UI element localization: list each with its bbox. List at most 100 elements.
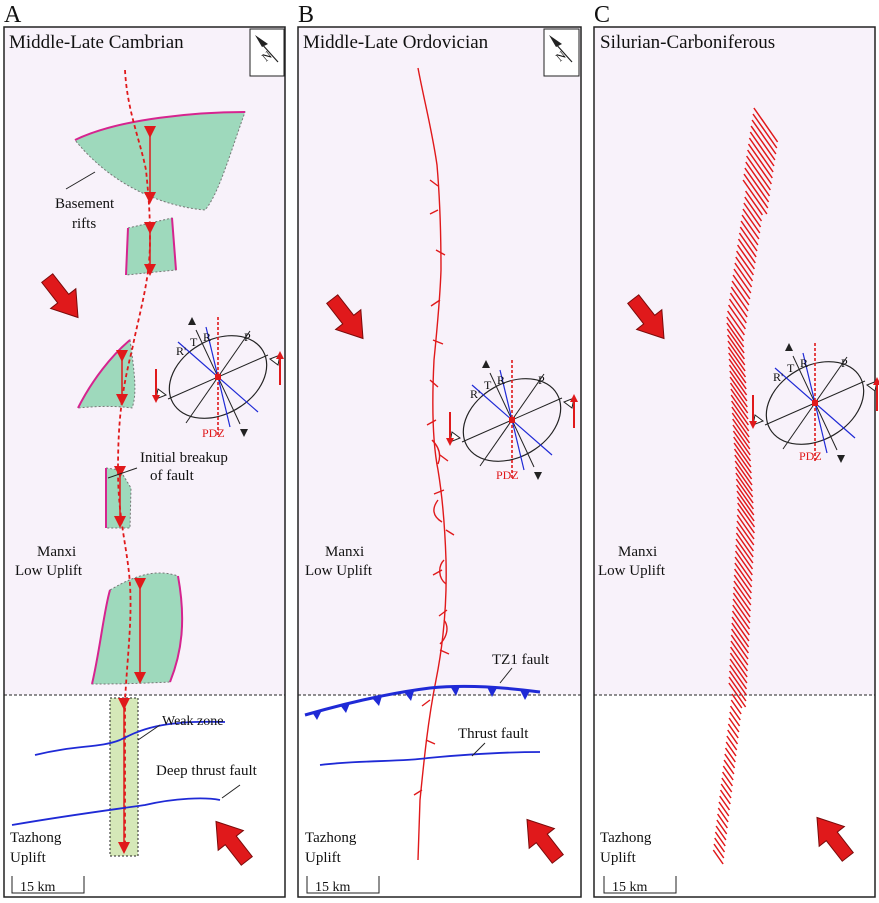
- en-echelon-segment: [742, 179, 768, 215]
- en-echelon-segment: [731, 610, 750, 636]
- en-echelon-segment: [745, 161, 771, 197]
- en-echelon-segment: [738, 232, 757, 258]
- en-echelon-segment: [712, 849, 724, 865]
- panel-a: A Middle-Late Cambrian N: [3, 2, 286, 898]
- en-echelon-segment: [725, 741, 737, 757]
- label-breakup-2: of fault: [150, 468, 195, 484]
- en-echelon-segment: [749, 131, 775, 167]
- en-echelon-segment: [728, 352, 747, 378]
- en-echelon-segment: [715, 825, 727, 841]
- svg-text:T: T: [787, 361, 795, 375]
- svg-text:R: R: [800, 356, 808, 370]
- en-echelon-segment: [724, 753, 736, 769]
- svg-text:R': R': [176, 344, 186, 358]
- en-echelon-segment: [719, 795, 731, 811]
- en-echelon-segment: [728, 358, 747, 384]
- svg-text:R': R': [470, 387, 480, 401]
- en-echelon-segment: [726, 328, 745, 354]
- svg-text:PDZ: PDZ: [496, 468, 519, 482]
- riedel-diagram-b: R' T R P PDZ: [445, 359, 579, 482]
- en-echelon-segment: [719, 789, 731, 805]
- stress-arrow-c-bottom: [803, 807, 861, 868]
- en-echelon-segment: [731, 280, 750, 306]
- en-echelon-segment: [747, 143, 773, 179]
- label-tazhong-c-2: Uplift: [600, 850, 637, 866]
- riedel-diagram-a: R' T R P PDZ: [151, 316, 285, 440]
- panel-b-frame: [297, 26, 582, 898]
- en-echelon-segment: [735, 544, 754, 570]
- panel-b: B Middle-Late Ordovician N: [297, 2, 582, 898]
- en-echelon-segment: [729, 705, 741, 721]
- en-echelon-segment: [731, 412, 750, 438]
- en-echelon-segment: [733, 442, 752, 468]
- en-echelon-segment: [735, 472, 754, 498]
- en-echelon-segment: [743, 202, 762, 228]
- en-echelon-segment: [735, 538, 754, 564]
- en-echelon-segment: [746, 149, 773, 185]
- deep-thrust-upper: [34, 720, 226, 756]
- en-echelon-segment: [736, 514, 755, 540]
- en-echelon-segment: [716, 813, 729, 829]
- en-echelon-segment: [730, 699, 742, 715]
- en-echelon-segment: [728, 717, 740, 733]
- label-deep-thrust: Deep thrust fault: [156, 763, 258, 779]
- scale-bar-a: 15 km: [11, 876, 85, 895]
- en-echelon-segment: [744, 190, 764, 216]
- en-echelon-segment: [734, 262, 753, 288]
- leader-weak-zone: [137, 724, 161, 741]
- label-manxi-a-1: Manxi: [37, 544, 76, 560]
- en-echelon-segment: [722, 765, 734, 781]
- label-manxi-b-1: Manxi: [325, 544, 364, 560]
- en-echelon-segment: [750, 125, 776, 161]
- en-echelon-segment: [734, 550, 753, 576]
- thrust-fault-b: [319, 751, 541, 766]
- leader-breakup: [107, 467, 138, 479]
- en-echelon-faults-c: [712, 107, 779, 865]
- svg-text:PDZ: PDZ: [799, 449, 822, 463]
- en-echelon-segment: [753, 107, 779, 143]
- en-echelon-segment: [730, 394, 749, 420]
- en-echelon-segment: [733, 436, 752, 462]
- en-echelon-segment: [729, 292, 748, 318]
- label-manxi-c-2: Low Uplift: [598, 563, 666, 579]
- svg-text:P: P: [841, 356, 848, 370]
- svg-text:15 km: 15 km: [612, 880, 648, 895]
- en-echelon-segment: [730, 400, 750, 426]
- en-echelon-segment: [728, 670, 747, 696]
- en-echelon-segment: [734, 556, 753, 582]
- stress-arrow-b-bottom: [513, 809, 571, 870]
- en-echelon-segment: [726, 322, 745, 348]
- en-echelon-segment: [732, 586, 752, 612]
- label-tazhong-c-1: Tazhong: [600, 830, 652, 846]
- en-echelon-segment: [732, 424, 751, 450]
- en-echelon-segment: [744, 196, 763, 222]
- en-echelon-segment: [732, 598, 751, 624]
- en-echelon-segment: [732, 274, 751, 300]
- en-echelon-segment: [729, 382, 748, 408]
- extension-arrows-a: [114, 126, 156, 854]
- en-echelon-segment: [734, 454, 753, 480]
- scale-bar-b: 15 km: [306, 876, 380, 895]
- label-tazhong-a-2: Uplift: [10, 850, 47, 866]
- en-echelon-segment: [735, 532, 754, 558]
- label-tz1: TZ1 fault: [492, 652, 550, 668]
- en-echelon-segment: [735, 478, 754, 504]
- en-echelon-segment: [729, 370, 748, 396]
- panel-c-frame: [593, 26, 876, 898]
- en-echelon-segment: [733, 448, 752, 474]
- en-echelon-segment: [729, 376, 748, 402]
- en-echelon-segment: [721, 777, 733, 793]
- label-manxi-a-2: Low Uplift: [15, 563, 83, 579]
- label-rifts: rifts: [72, 216, 96, 232]
- tz1-fault: [304, 684, 541, 720]
- label-tazhong-a-1: Tazhong: [10, 830, 62, 846]
- en-echelon-segment: [728, 298, 747, 324]
- en-echelon-segment: [743, 173, 769, 209]
- en-echelon-segment: [732, 418, 751, 444]
- panel-a-title: Middle-Late Cambrian: [9, 32, 184, 53]
- en-echelon-segment: [735, 484, 755, 510]
- fault-trace-a: [117, 69, 151, 850]
- svg-text:R: R: [497, 373, 505, 387]
- en-echelon-segment: [731, 406, 750, 432]
